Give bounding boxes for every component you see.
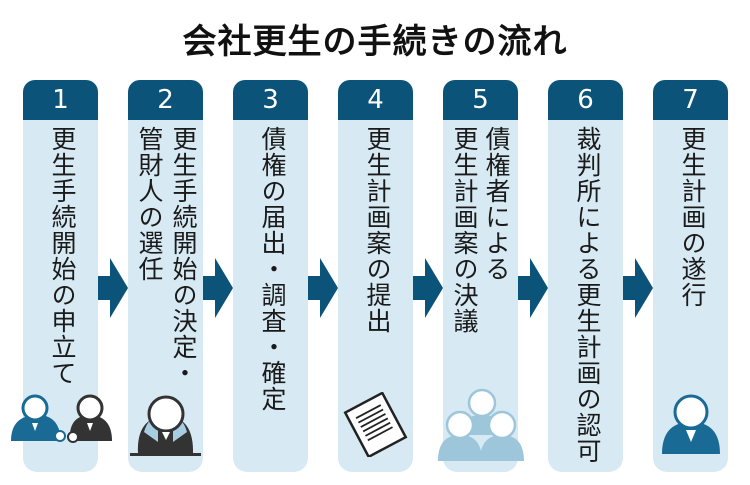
step-label: 裁判所による更生計画の認可 [573,126,602,464]
arrow-right-icon [98,258,128,318]
creditors-group-icon [438,388,524,461]
step-number: 6 [548,80,623,120]
document-icon [343,392,408,457]
arrow-right-icon [518,258,548,318]
step-body: 裁判所による更生計画の認可 [548,120,623,472]
page-title: 会社更生の手続きの流れ [182,22,568,62]
step-label-line-2: 管財人の選任 [135,126,164,282]
step-body: 更生手続開始の決定・ 管財人の選任 [128,120,203,472]
step-3: 3 債権の届出・調査・確定 [233,80,308,472]
arrow-right-icon [203,258,233,318]
person-icon [662,394,720,454]
step-label-line-1: 更生手続開始の決定・ [169,126,198,386]
step-body: 債権の届出・調査・確定 [233,120,308,472]
step-label-line-1: 債権者による [482,126,511,282]
arrow-right-icon [623,258,653,318]
two-people-handshake-icon [11,394,112,443]
arrow-right-icon [308,258,338,318]
step-label-line-2: 更生計画案の決議 [450,126,479,334]
arrow-right-icon [413,258,443,318]
step-number: 3 [233,80,308,120]
step-6: 6 裁判所による更生計画の認可 [548,80,623,472]
step-number: 1 [23,80,98,120]
step-number: 5 [443,80,518,120]
step-label: 更生計画案の提出 [363,126,392,334]
step-number: 2 [128,80,203,120]
step-label: 債権の届出・調査・確定 [258,126,287,412]
trustee-at-desk-icon [130,395,201,456]
step-number: 7 [653,80,728,120]
step-label: 更生計画の遂行 [678,126,707,308]
step-label: 更生手続開始の申立て [48,126,77,386]
step-number: 4 [338,80,413,120]
step-2: 2 更生手続開始の決定・ 管財人の選任 [128,80,203,472]
